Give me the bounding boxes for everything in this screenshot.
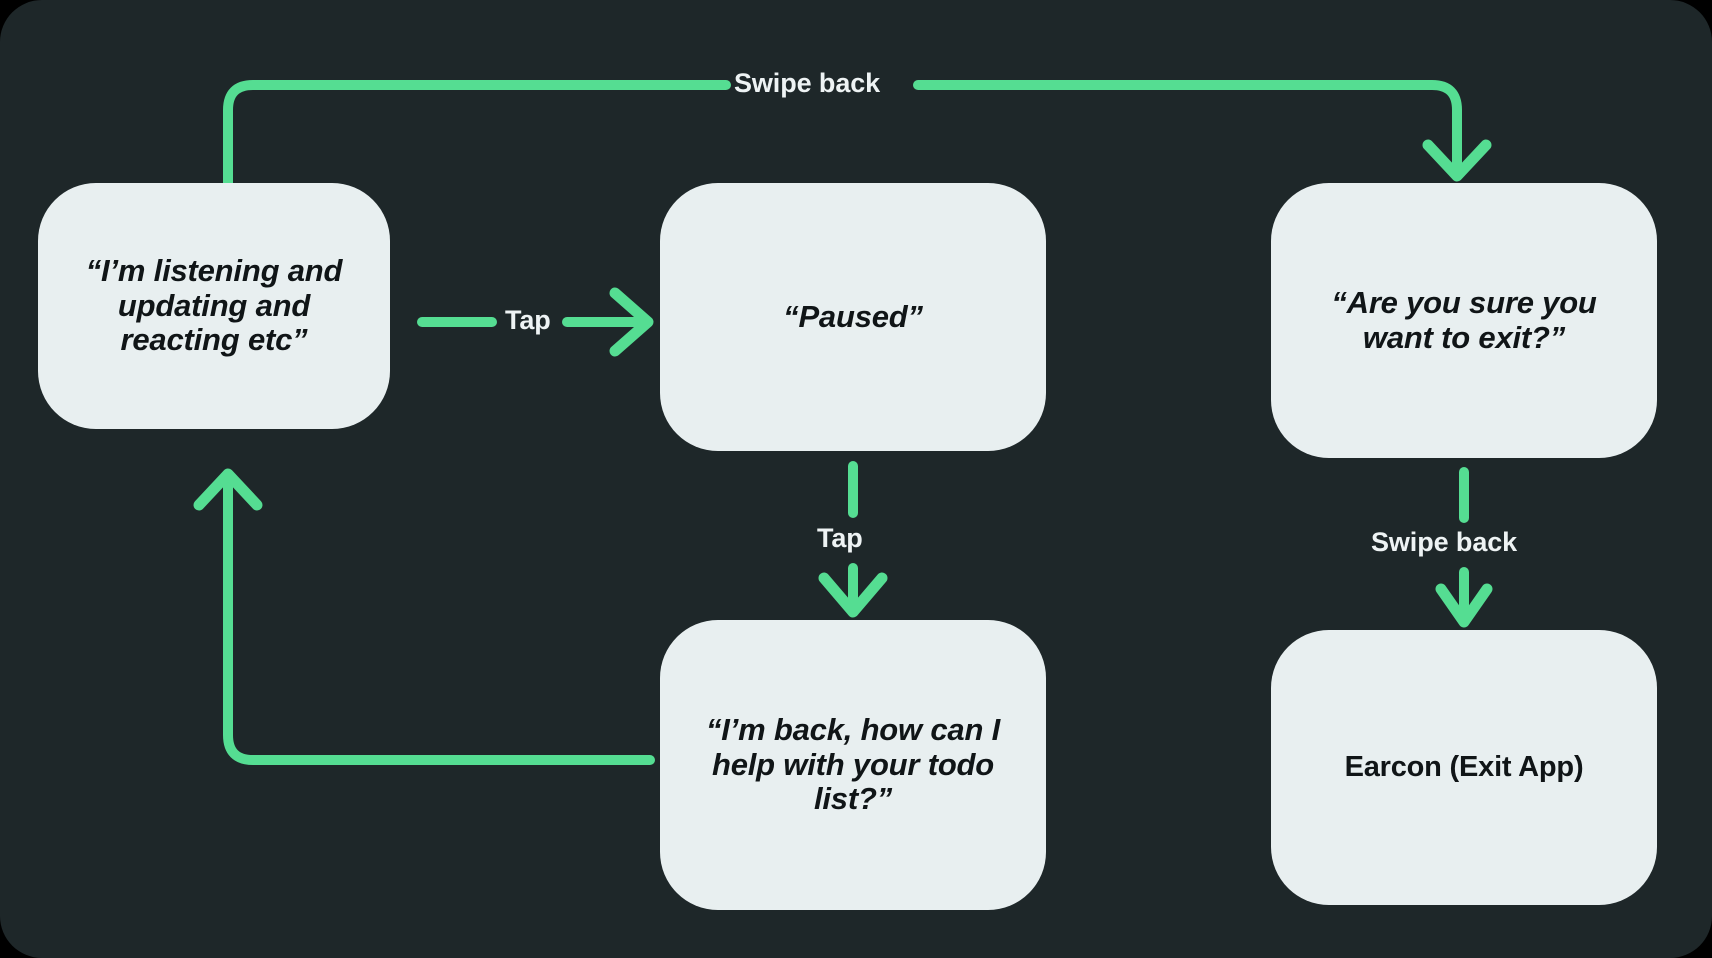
node-listening[interactable]: “I’m listening and updating and reacting… <box>38 183 390 429</box>
node-back[interactable]: “I’m back, how can I help with your todo… <box>660 620 1046 910</box>
node-paused-label: “Paused” <box>783 298 923 334</box>
arrowhead-right-icon <box>609 287 654 357</box>
arrowhead-down-icon <box>818 572 888 618</box>
node-earcon-label: Earcon (Exit App) <box>1344 751 1584 784</box>
edge-label-tap-listening-to-paused: Tap <box>505 305 551 335</box>
edge-listening-to-exit <box>223 80 1492 188</box>
arrowhead-down-icon <box>1422 139 1492 182</box>
edge-back-to-listening <box>193 468 655 765</box>
arrowhead-up-icon <box>193 468 263 511</box>
edge-label-tap-paused-to-back: Tap <box>817 523 863 553</box>
node-exit-confirm-label: “Are you sure you want to exit?” <box>1331 284 1597 355</box>
edge-label-swipe-back-exit: Swipe back <box>1371 527 1518 557</box>
edge-label-swipe-back-top: Swipe back <box>734 68 881 98</box>
node-paused[interactable]: “Paused” <box>660 183 1046 451</box>
arrowhead-down-icon <box>1435 583 1493 628</box>
node-exit-confirm[interactable]: “Are you sure you want to exit?” <box>1271 183 1657 458</box>
node-back-label: “I’m back, how can I help with your todo… <box>705 711 1001 817</box>
node-earcon[interactable]: Earcon (Exit App) <box>1271 630 1657 905</box>
node-listening-label: “I’m listening and updating and reacting… <box>85 252 343 358</box>
